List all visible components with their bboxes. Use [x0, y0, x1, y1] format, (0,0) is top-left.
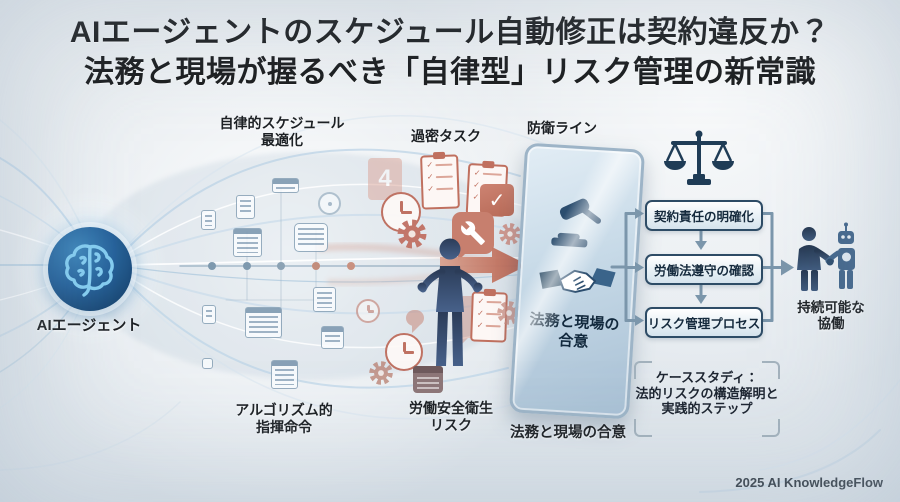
- clipboard-icon: [420, 154, 460, 210]
- footer-credit: 2025 AI KnowledgeFlow: [735, 475, 883, 490]
- pixel-square-icon: [202, 358, 213, 369]
- label-legal-site-agreement: 法務と現場の合意: [510, 425, 626, 441]
- gavel-icon: [551, 198, 602, 248]
- ai-agent-badge: [48, 227, 132, 311]
- title-line-1: AIエージェントのスケジュール自動修正は契約違反か？: [69, 16, 831, 49]
- clock-icon: [385, 333, 423, 371]
- human-figure: [797, 227, 834, 291]
- calendar-icon: [272, 178, 299, 193]
- brain-icon: [65, 244, 114, 297]
- human-robot-handshake-icon: [797, 222, 855, 291]
- wrench-icon: [461, 221, 485, 245]
- title-line-2: 法務と現場が握るべき「自律型」リスク管理の新常識: [84, 56, 816, 89]
- page-title: AIエージェントのスケジュール自動修正は契約違反か？ 法務と現場が握るべき「自律…: [0, 13, 900, 93]
- bracket-corner: [762, 361, 780, 379]
- chat-bubble-icon: [294, 223, 328, 252]
- ai-agent-label: AIエージェント: [36, 317, 142, 334]
- document-icon: [236, 195, 255, 219]
- case-study-text: ケーススタディ： 法的リスクの構造解明と 実践的ステップ: [635, 370, 779, 416]
- label-defense-line: 防衛ライン: [527, 120, 597, 136]
- label-algorithmic-command: アルゴリズム的 指揮命令: [235, 402, 333, 435]
- calendar-icon: [321, 326, 344, 349]
- worker-and-arrow: [417, 238, 528, 366]
- label-occupational-safety-risk: 労働安全衛生 リスク: [409, 400, 493, 433]
- label-dense-tasks: 過密タスク: [411, 128, 481, 144]
- clock-icon: [318, 192, 341, 215]
- balance-scale-icon: [664, 130, 734, 185]
- defense-glass-panel: 法務と現場の 合意: [508, 142, 646, 420]
- robot-figure: [825, 222, 855, 289]
- process-step-contract-responsibility: 契約責任の明確化: [645, 200, 763, 231]
- calendar-icon: [271, 360, 298, 389]
- worker-silhouette: [417, 238, 483, 366]
- list-window-icon: [245, 307, 282, 338]
- process-step-labor-law-compliance: 労働法遵守の確認: [645, 254, 763, 285]
- gear-icon: [499, 223, 521, 245]
- handshake-icon: [539, 268, 616, 293]
- gear-icon: [397, 219, 427, 249]
- bracket-corner: [762, 419, 780, 437]
- clock-icon: [356, 299, 380, 323]
- calendar-icon: [413, 366, 443, 393]
- document-icon: [313, 287, 336, 312]
- panel-agreement-text: 法務と現場の 合意: [529, 311, 620, 351]
- speech-bubble-icon: [406, 310, 424, 326]
- calendar-icon: [233, 228, 262, 257]
- document-icon: [202, 305, 216, 324]
- label-sustainable-collaboration: 持続可能な 協働: [797, 300, 865, 331]
- checkbox-icon: [480, 184, 514, 216]
- gear-icon: [369, 361, 393, 385]
- bracket-corner: [634, 361, 652, 379]
- case-study-box: ケーススタディ： 法的リスクの構造解明と 実践的ステップ: [634, 361, 780, 437]
- timeline-dots: [208, 262, 355, 270]
- label-autonomous-scheduling: 自律的スケジュール 最適化: [219, 115, 345, 148]
- bracket-corner: [634, 419, 652, 437]
- process-step-risk-management: リスク管理プロセス: [645, 307, 763, 338]
- document-icon: [201, 210, 216, 230]
- transition-arrow: [440, 247, 528, 283]
